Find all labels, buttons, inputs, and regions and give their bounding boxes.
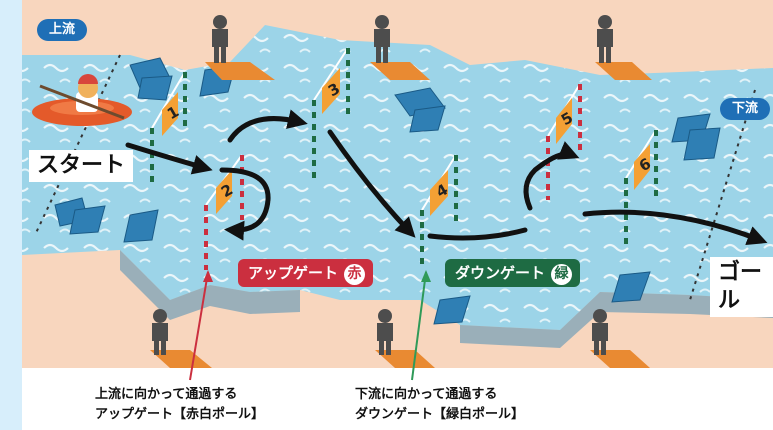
- up-gate-caption-line1: 上流に向かって通過する: [95, 387, 238, 402]
- up-gate-pointer: [189, 271, 209, 381]
- downstream-tag: 下流: [720, 98, 771, 120]
- gate-1: [150, 71, 187, 185]
- down-gate-badge: ダウンゲート緑: [445, 259, 581, 287]
- down-gate-badge-text: ダウンゲート: [455, 264, 546, 282]
- up-gate-mark: 赤: [344, 264, 366, 285]
- start-label: スタート: [29, 150, 134, 182]
- down-gate-caption-line1: 下流に向かって通過する: [355, 387, 498, 402]
- judges: [150, 15, 652, 368]
- up-gate-caption-line2: アップゲート【赤白ポール】: [95, 407, 265, 422]
- down-gate-mark: 緑: [551, 264, 573, 285]
- down-gate-pointer: [411, 271, 427, 381]
- upstream-tag: 上流: [37, 19, 88, 41]
- up-gate-badge-text: アップゲート: [248, 264, 339, 282]
- kayaker: [32, 74, 132, 126]
- down-gate-caption-line2: ダウンゲート【緑白ポール】: [355, 407, 525, 422]
- down-gate-caption: 下流に向かって通過する ダウンゲート【緑白ポール】: [355, 385, 524, 425]
- left-frame-strip: [0, 0, 22, 430]
- gate-4: [420, 154, 458, 270]
- course-path: [125, 109, 768, 245]
- gate-3: [312, 47, 350, 180]
- gate-2: [204, 154, 244, 270]
- up-gate-badge: アップゲート赤: [238, 259, 374, 287]
- gate-5: [546, 83, 582, 200]
- up-gate-caption: 上流に向かって通過する アップゲート【赤白ポール】: [95, 385, 264, 425]
- goal-label: ゴール: [710, 257, 773, 317]
